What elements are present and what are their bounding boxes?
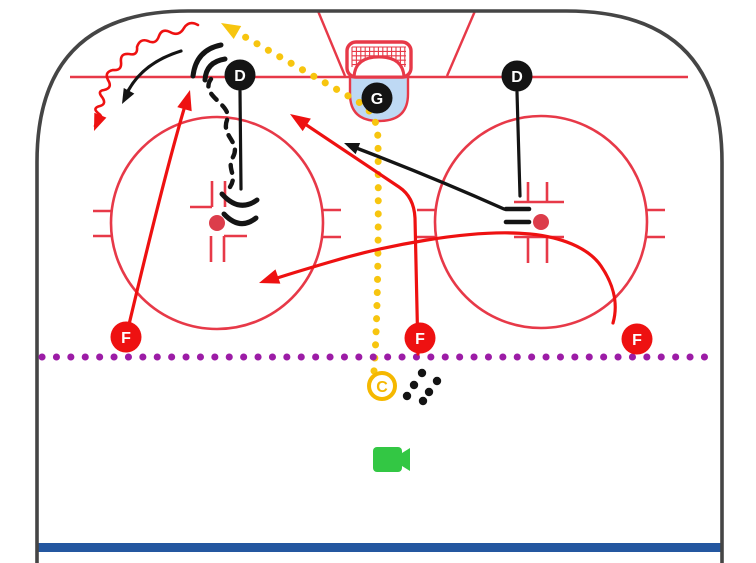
skate-d1-line	[238, 89, 243, 191]
faceoff-dot	[209, 215, 225, 231]
player-marker-f-5[interactable]: F	[621, 323, 653, 355]
puck-carry-d1	[93, 21, 200, 131]
route-f3	[259, 231, 617, 325]
boards	[35, 9, 724, 563]
faceoff-dot	[533, 214, 549, 230]
arrowhead	[290, 114, 311, 132]
marker-label: D	[234, 68, 246, 85]
player-marker-c-6[interactable]: C	[367, 371, 397, 401]
player-marker-f-3[interactable]: F	[110, 321, 142, 353]
puck[interactable]	[432, 376, 442, 386]
player-marker-d-1[interactable]: D	[501, 60, 533, 92]
skate-d1-corner	[122, 49, 183, 104]
route-f1	[125, 90, 192, 335]
drill-routes	[38, 21, 712, 375]
blue-line	[38, 543, 722, 552]
arrowhead	[94, 112, 107, 131]
puck[interactable]	[417, 368, 427, 378]
arrowhead	[344, 143, 361, 155]
player-marker-d-0[interactable]: D	[224, 59, 256, 91]
puck-pile[interactable]	[402, 368, 442, 406]
arrowhead	[221, 23, 242, 39]
faceoff-circle	[109, 115, 325, 331]
player-marker-f-4[interactable]: F	[404, 322, 436, 354]
marker-label: F	[632, 332, 642, 349]
video-camera-icon[interactable]	[373, 447, 410, 472]
pass-d2	[344, 143, 506, 211]
backward-carry-d1	[206, 76, 237, 190]
marker-label: C	[376, 379, 388, 396]
marker-label: F	[415, 331, 425, 348]
puck[interactable]	[418, 396, 428, 406]
shot-route-coach	[221, 23, 382, 375]
player-marker-g-2[interactable]: G	[361, 82, 393, 114]
puck[interactable]	[409, 380, 419, 390]
route-f2	[290, 114, 420, 356]
goal-net	[345, 40, 413, 79]
skate-d2-line	[515, 90, 522, 198]
arrowhead	[177, 90, 192, 112]
stop-marks	[190, 42, 532, 227]
faceoff-circle	[433, 114, 649, 330]
marker-label: F	[121, 330, 131, 347]
arrowhead	[259, 269, 281, 284]
goal-mouth	[352, 55, 406, 79]
puck[interactable]	[424, 387, 434, 397]
marker-label: G	[371, 91, 383, 108]
arrowhead	[122, 87, 135, 104]
puck[interactable]	[402, 391, 412, 401]
marker-label: D	[511, 69, 523, 86]
